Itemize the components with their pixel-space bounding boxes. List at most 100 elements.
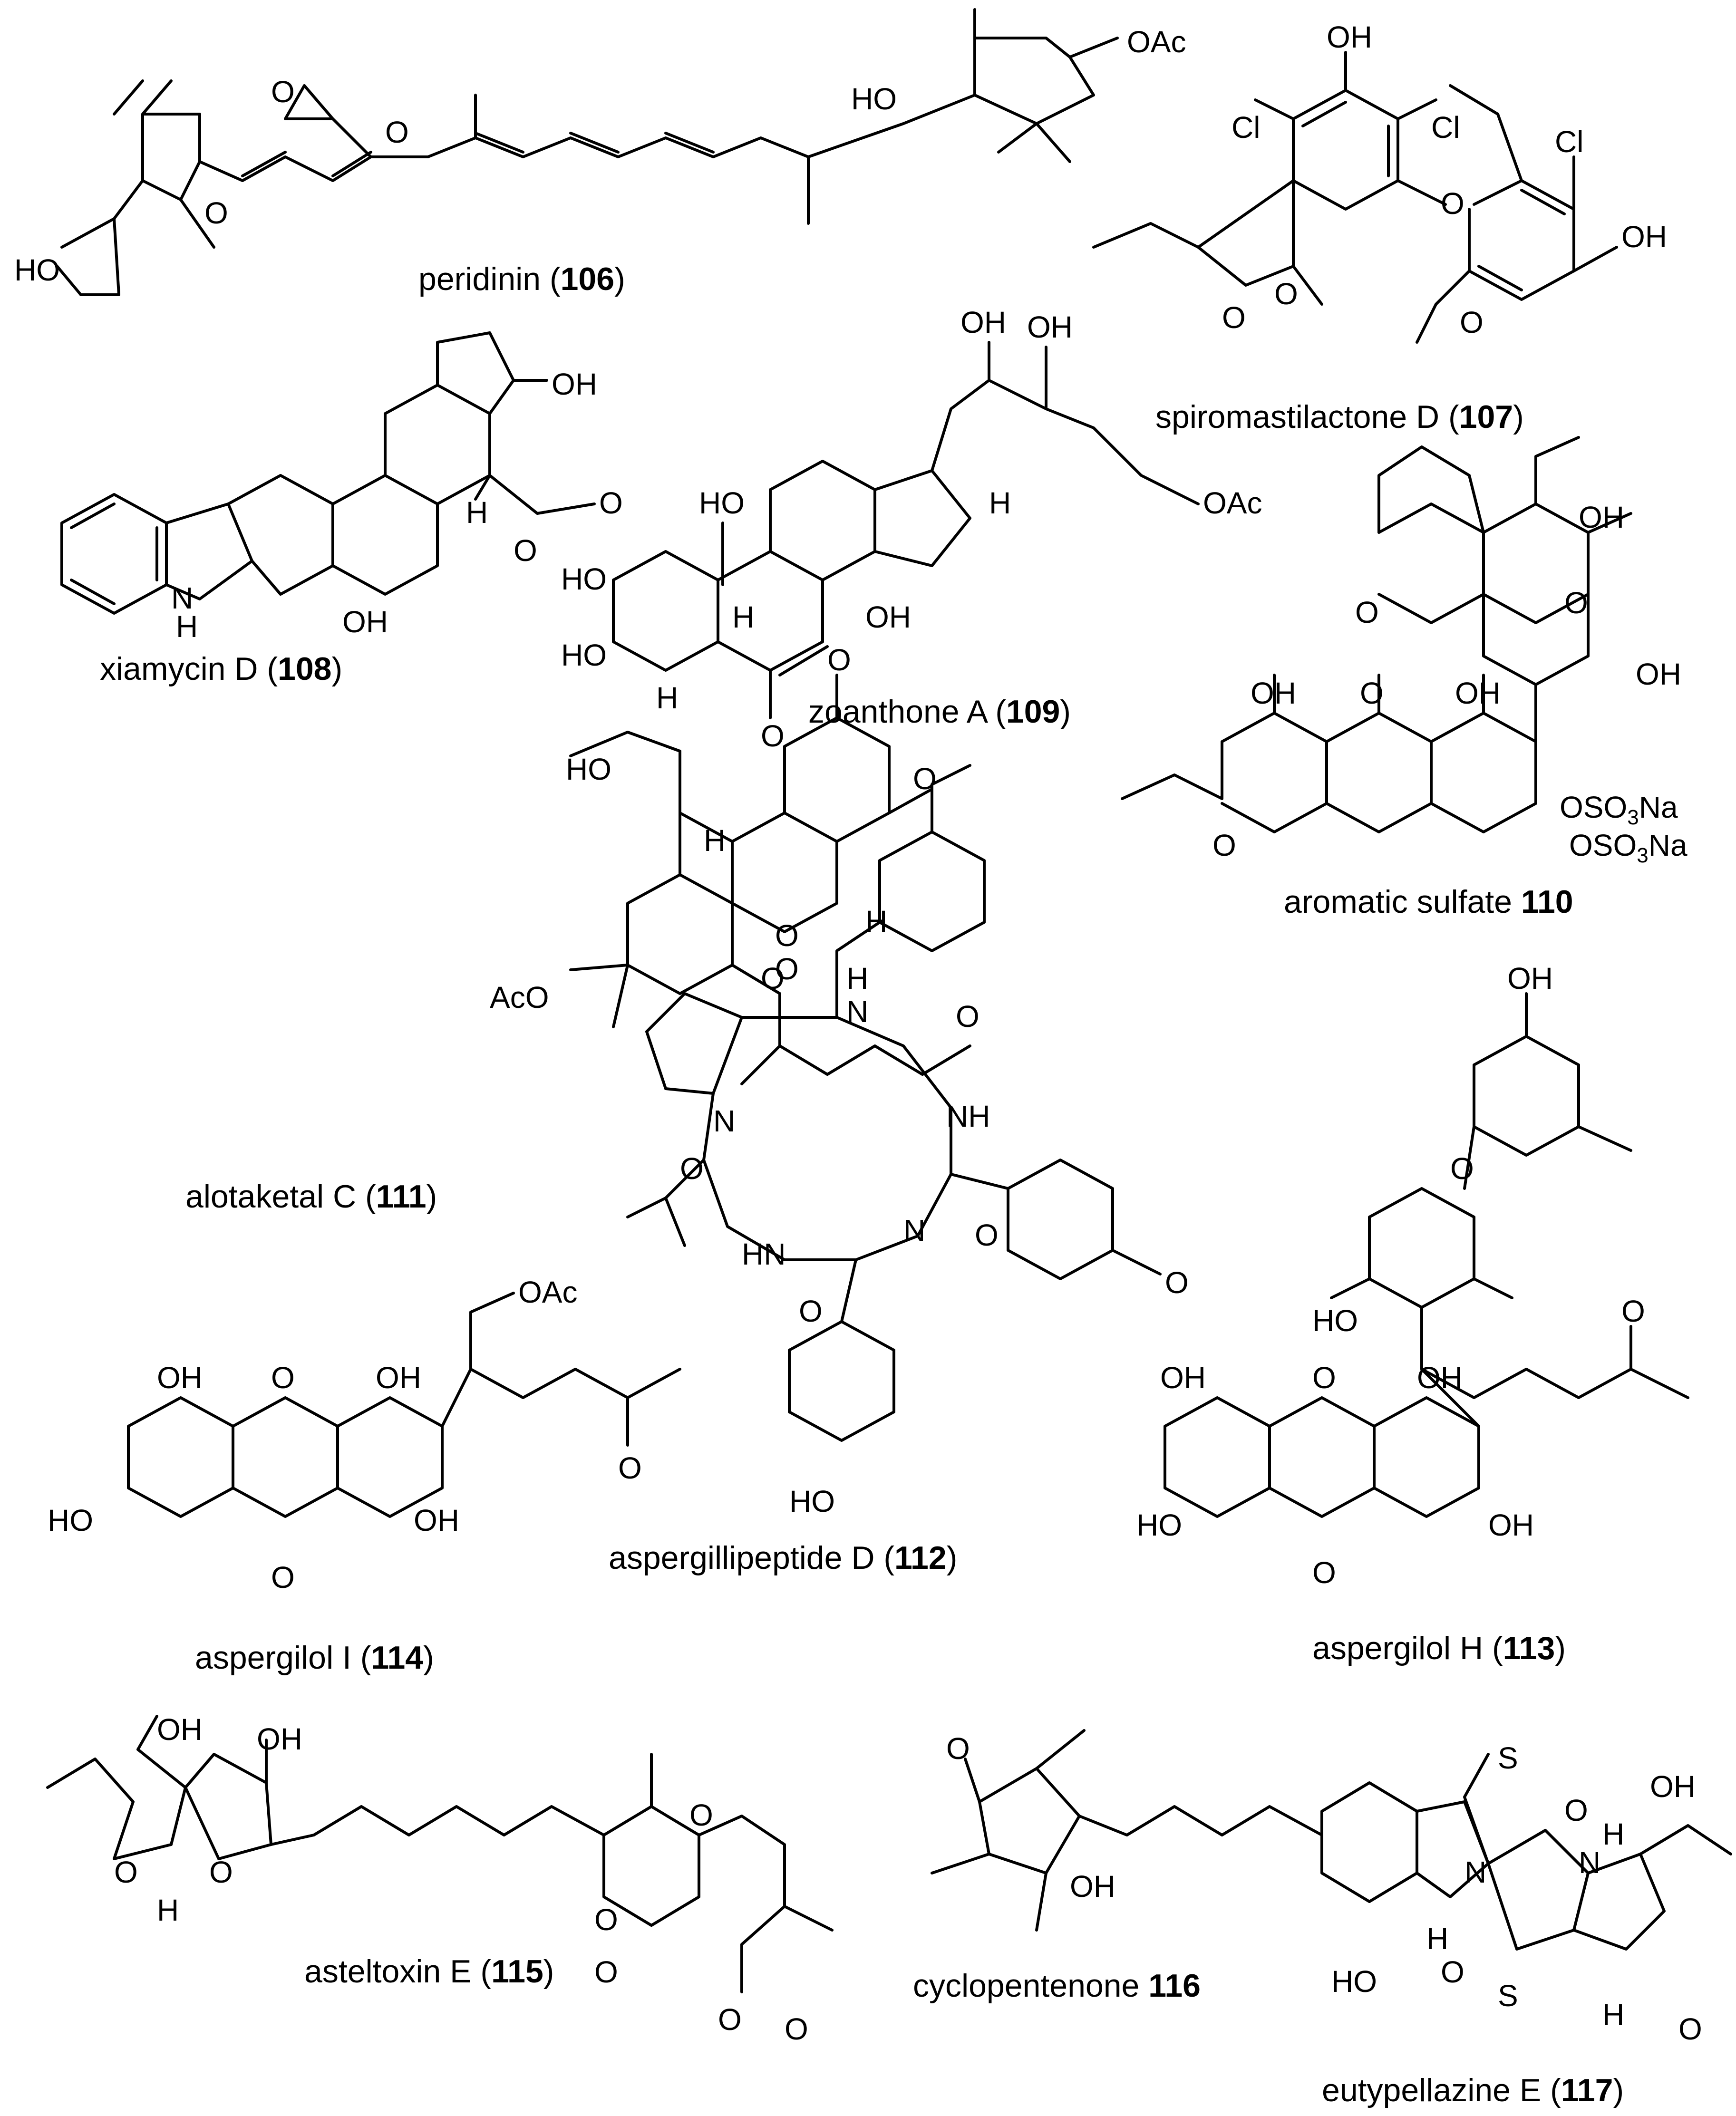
atom-h: H [1426,1922,1448,1956]
atom-o: O [1450,1151,1474,1186]
structure-cyclopentenone [931,1729,1323,1932]
atom-ho: HO [561,638,607,672]
atom-oh: OH [1488,1508,1534,1542]
atom-o: O [680,1151,704,1186]
atom-oac: OAc [1127,25,1186,59]
atom-oac: OAc [518,1275,577,1309]
atom-ho: HO [561,562,607,596]
atom-o: O [799,1294,823,1328]
atom-oh: OH [414,1503,459,1537]
atom-o: O [594,1955,618,1989]
caption-zoanthone-a: zoanthone A (109) [808,694,1071,730]
atom-ho: HO [851,82,897,116]
structure-aspergillipeptide-d [626,764,1162,1442]
caption-alotaketal-c: alotaketal C (111) [185,1179,437,1215]
atom-oh: OH [1579,500,1624,534]
atom-o: O [1360,676,1384,710]
atom-cl: Cl [1431,110,1460,145]
atom-o: O [761,961,785,995]
structure-xiamycin-d [60,331,596,615]
structure-eutypellazine-e [1320,1753,1732,1951]
atom-h: H [1602,1817,1624,1851]
caption-eutypellazine-e: eutypellazine E (117) [1322,2072,1624,2108]
atom-o: O [1441,1955,1464,1989]
atom-o: O [1621,1294,1645,1328]
atom-h: H [732,600,754,634]
atom-aco: AcO [490,980,549,1015]
atom-o: O [775,918,799,953]
atom-oh: OH [1327,20,1372,54]
atom-o: O [956,999,980,1034]
structure-peridinin [56,8,1119,296]
atom-nh: NH [946,1099,990,1133]
atom-o: O [618,1451,642,1485]
atom-o: O [204,196,228,230]
structure-spiromastilactone-d [1092,51,1618,344]
atom-h: H [176,609,198,644]
structure-aspergilol-h [1164,992,1689,1518]
caption-aspergillipeptide-d: aspergillipeptide D (112) [609,1540,957,1576]
atom-oh: OH [960,305,1006,339]
atom-o: O [1312,1361,1336,1395]
atom-oh: OH [1027,310,1073,344]
caption-aromatic-sulfate: aromatic sulfate 110 [1284,884,1573,920]
atom-o: O [1355,595,1379,629]
atom-hn: HN [742,1237,786,1271]
atom-h: H [846,961,868,995]
atom-oh: OH [1455,676,1501,710]
atom-o: O [785,2012,808,2046]
atom-oh: OH [1621,220,1667,254]
atom-o: O [1564,586,1588,620]
atom-o: O [271,75,295,109]
atom-o: O [761,719,785,753]
atom-o: O [718,2002,742,2037]
atom-h: H [656,681,678,715]
caption-aspergilol-i: aspergilol I (114) [195,1640,434,1676]
atom-ho: HO [14,253,60,287]
atom-ho: HO [789,1484,835,1518]
atom-o: O [1441,186,1464,221]
atom-oh: OH [257,1722,302,1756]
atom-o: O [1274,277,1298,311]
atom-n: N [713,1104,735,1138]
atom-o: O [209,1855,233,1889]
atom-oh: OH [1070,1869,1115,1903]
structure-aromatic-sulfate [1121,436,1632,833]
structure-alotaketal-c [569,674,971,1085]
atom-o: O [827,643,851,677]
atom-o: O [385,115,409,149]
atom-oh: OH [157,1712,203,1747]
atom-oh: OH [865,600,911,634]
atom-oso3na: OSO3Na [1560,790,1678,829]
atom-o: O [946,1731,970,1766]
atom-oh: OH [1636,657,1681,691]
atom-o: O [1678,2012,1702,2046]
atom-oh: OH [1650,1769,1696,1804]
atom-o: O [975,1218,999,1252]
atom-h: H [157,1893,179,1927]
atom-o: O [913,762,937,796]
atom-ho: HO [699,486,745,520]
structure-aspergilol-i [127,1292,681,1518]
atom-o: O [1312,1556,1336,1590]
atom-o: O [1212,828,1236,862]
atom-o: O [1165,1266,1189,1300]
atom-oac: OAc [1203,486,1262,520]
atom-oh: OH [342,605,388,639]
atom-oh: OH [376,1361,421,1395]
atom-n: N [903,1213,925,1247]
atom-o: O [1564,1793,1588,1827]
atom-o: O [594,1903,618,1937]
atom-o: O [271,1560,295,1594]
structure-asteltoxin-e [46,1715,834,1993]
atom-oh: OH [552,367,597,401]
atom-o: O [599,486,623,520]
atom-h: H [989,486,1011,520]
atom-n: N [846,995,868,1029]
caption-aspergilol-h: aspergilol H (113) [1312,1630,1566,1666]
atom-o: O [775,952,799,986]
atom-o: O [514,533,537,568]
atom-h: H [466,495,488,530]
atom-o: O [114,1855,138,1889]
